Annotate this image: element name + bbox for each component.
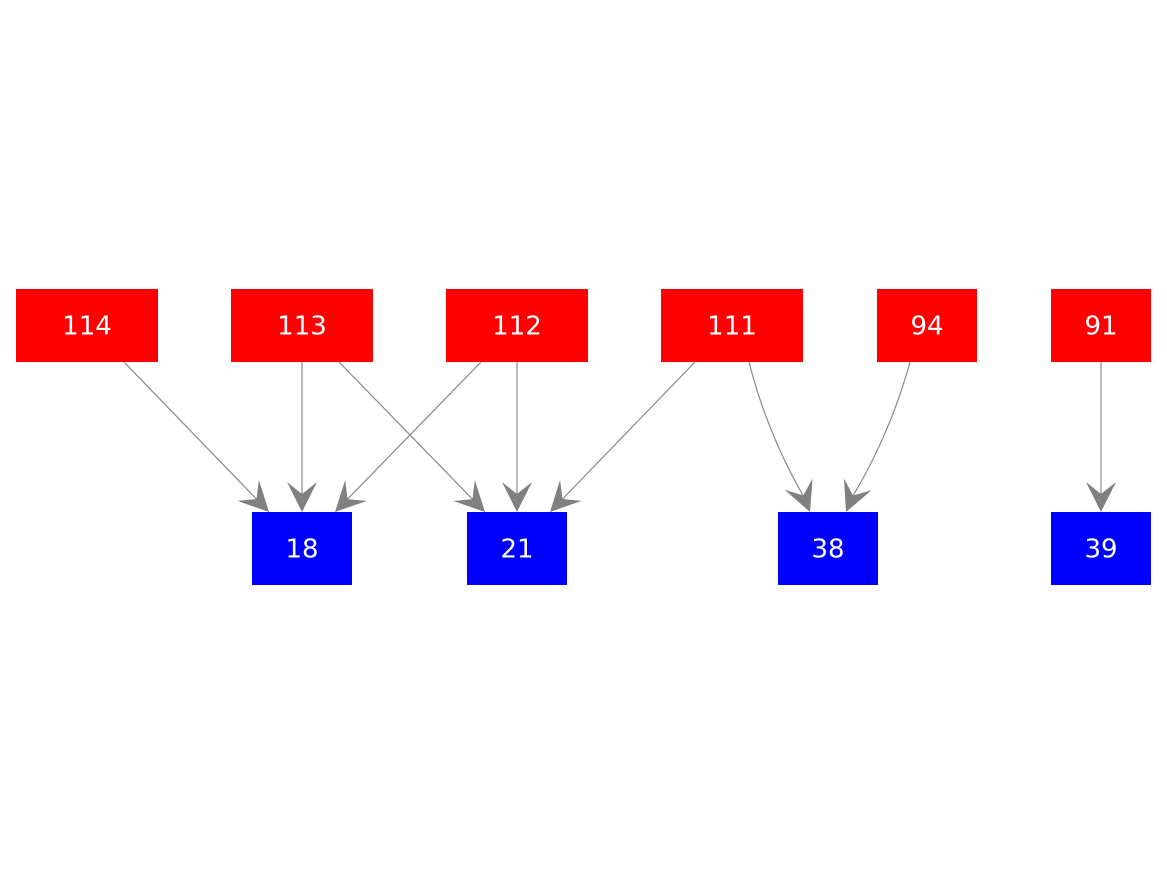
node-111[interactable]: 111 <box>661 289 803 362</box>
edge-line <box>851 361 911 498</box>
edge-line <box>346 361 482 501</box>
node-box <box>1051 289 1151 362</box>
edge-91-to-39 <box>1086 362 1116 512</box>
node-box <box>778 512 878 585</box>
edge-94-to-38 <box>843 361 911 512</box>
node-label: 111 <box>707 312 757 342</box>
node-label: 39 <box>1084 535 1117 565</box>
node-box <box>661 289 803 362</box>
node-91[interactable]: 91 <box>1051 289 1151 362</box>
node-18[interactable]: 18 <box>252 512 352 585</box>
node-39[interactable]: 39 <box>1051 512 1151 585</box>
node-label: 21 <box>500 535 533 565</box>
node-box <box>231 289 373 362</box>
edges-layer <box>123 361 1116 512</box>
node-label: 114 <box>62 312 112 342</box>
node-box <box>16 289 158 362</box>
edge-112-to-18 <box>335 361 482 512</box>
node-label: 94 <box>910 312 943 342</box>
arrowhead-icon <box>843 478 872 512</box>
arrowhead-icon <box>453 480 485 512</box>
edge-111-to-38 <box>748 361 813 512</box>
arrowhead-icon <box>287 482 317 512</box>
nodes-layer: 114 113 112 111 94 91 18 21 38 39 <box>16 289 1151 585</box>
node-21[interactable]: 21 <box>467 512 567 585</box>
node-label: 38 <box>811 535 844 565</box>
edge-113-to-18 <box>287 362 317 512</box>
edge-114-to-18 <box>123 361 269 512</box>
node-label: 18 <box>285 535 318 565</box>
edge-line <box>338 361 474 501</box>
node-label: 91 <box>1084 312 1117 342</box>
node-box <box>252 512 352 585</box>
arrowhead-icon <box>784 478 813 512</box>
edge-line <box>748 361 805 498</box>
arrowhead-icon <box>550 480 582 512</box>
edge-111-to-21 <box>550 361 696 512</box>
node-113[interactable]: 113 <box>231 289 373 362</box>
node-box <box>446 289 588 362</box>
node-label: 112 <box>492 312 542 342</box>
arrowhead-icon <box>1086 482 1116 512</box>
arrowhead-icon <box>335 480 367 512</box>
arrowhead-icon <box>237 480 269 512</box>
edge-113-to-21 <box>338 361 485 512</box>
edge-line <box>123 361 258 501</box>
edge-line <box>561 361 696 501</box>
node-38[interactable]: 38 <box>778 512 878 585</box>
node-box <box>467 512 567 585</box>
node-box <box>1051 512 1151 585</box>
node-94[interactable]: 94 <box>877 289 977 362</box>
node-box <box>877 289 977 362</box>
node-label: 113 <box>277 312 327 342</box>
edge-112-to-21 <box>502 362 532 512</box>
arrowhead-icon <box>502 482 532 512</box>
node-114[interactable]: 114 <box>16 289 158 362</box>
node-112[interactable]: 112 <box>446 289 588 362</box>
